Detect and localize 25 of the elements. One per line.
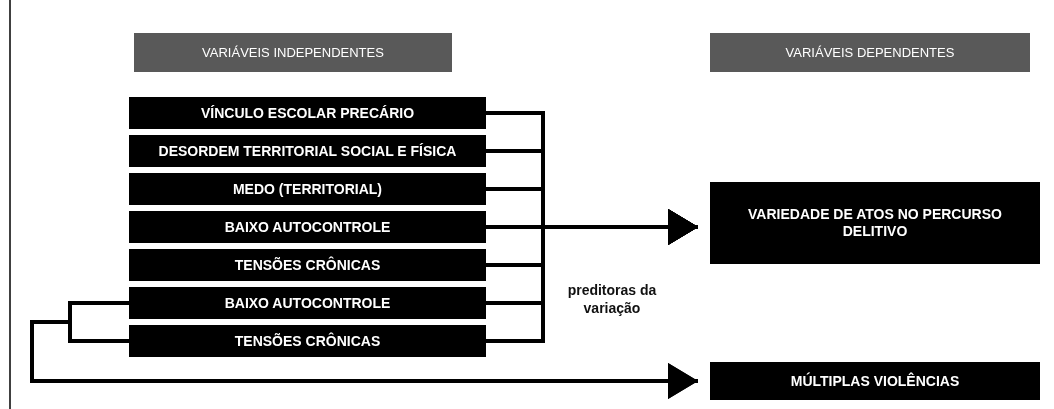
variable-box — [710, 362, 1040, 400]
connector-arrow — [30, 320, 698, 399]
header-box — [710, 33, 1030, 72]
variable-box — [129, 249, 486, 281]
node-label: VÍNCULO ESCOLAR PRECÁRIO — [200, 104, 415, 122]
node-label: VARIÁVEIS INDEPENDENTES — [202, 44, 384, 61]
node-label: BAIXO AUTOCONTROLE — [224, 294, 391, 312]
node-label: VARIEDADE DE ATOS NO PERCURSO DELITIVO — [747, 206, 1003, 240]
variable-box — [129, 97, 486, 129]
node-label: MEDO (TERRITORIAL) — [232, 180, 383, 198]
header-box — [134, 33, 452, 72]
variable-box — [129, 135, 486, 167]
note-text: preditoras da variação — [566, 281, 658, 318]
node-label: MÚLTIPLAS VIOLÊNCIAS — [790, 372, 960, 390]
connector-arrow — [486, 209, 698, 343]
variable-box — [710, 182, 1040, 264]
node-label: DESORDEM TERRITORIAL SOCIAL E FÍSICA — [158, 142, 457, 160]
node-label: VARIÁVEIS DEPENDENTES — [785, 44, 955, 61]
node-label: BAIXO AUTOCONTROLE — [224, 218, 391, 236]
variable-box — [129, 211, 486, 243]
variable-box — [129, 173, 486, 205]
node-label: TENSÕES CRÔNICAS — [234, 256, 381, 274]
node-label: TENSÕES CRÔNICAS — [234, 332, 381, 350]
variable-box — [129, 287, 486, 319]
variable-box — [129, 325, 486, 357]
